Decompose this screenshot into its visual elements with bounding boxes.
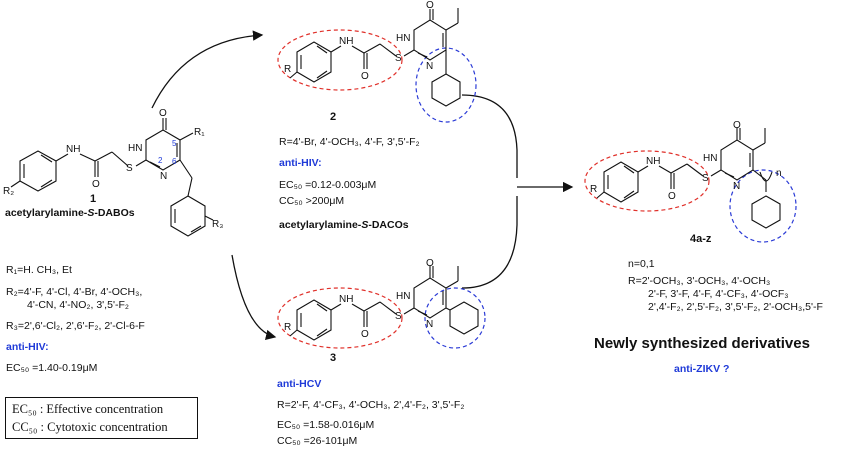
blue-ellipse-3 (424, 287, 486, 349)
pos-2: 2 (158, 156, 163, 165)
c4-activity-label: anti-ZIKV ? (674, 363, 730, 375)
c2-ec50: EC₅₀ =0.12-0.003μM (279, 179, 377, 191)
c1-activity-label: anti-HIV: (6, 341, 49, 353)
atom-o-1: O (92, 179, 100, 190)
atom-s-3: S (395, 311, 402, 322)
c2-cc50: CC₅₀ >200μM (279, 195, 345, 207)
atom-o-3: O (361, 329, 369, 340)
blue-ellipse-4 (729, 169, 797, 243)
atom-o-ring-4: O (733, 120, 741, 131)
c1-ec50: EC₅₀ =1.40-0.19μM (6, 362, 98, 374)
arrow-3-to-merge (461, 196, 518, 289)
atom-n-2: N (426, 61, 433, 72)
c3-activity-label: anti-HCV (277, 378, 322, 390)
compound-4-number: 4a-z (690, 233, 712, 245)
c2-activity-label: anti-HIV: (279, 157, 322, 169)
c1-r2-line1: R₂=4'-F, 4'-Cl, 4'-Br, 4'-OCH₃, (6, 286, 143, 298)
atom-nh-2: NH (339, 36, 353, 47)
c3-r-line: R=2'-F, 4'-CF₃, 4'-OCH₃, 2',4'-F₂, 3',5'… (277, 399, 465, 411)
atom-o-ring-1: O (159, 108, 167, 119)
atom-r3: R₃ (212, 219, 223, 230)
atom-r2: R₂ (3, 186, 14, 197)
c4-r-line3: 2',4'-F₂, 2',5'-F₂, 3',5'-F₂, 2'-OCH₃,5'… (648, 301, 823, 313)
c1-r2-line2: 4'-CN, 4'-NO₂, 3',5'-F₂ (27, 299, 129, 311)
atom-n-index: n (776, 168, 782, 179)
atom-r-3: R (284, 322, 291, 333)
red-ellipse-2 (277, 29, 403, 91)
compound-1-name: acetylarylamine-S-DABOs (5, 207, 135, 219)
c4-r-line1: R=2'-OCH₃, 3'-OCH₃, 4'-OCH₃ (628, 275, 771, 287)
atom-hn-4: HN (703, 153, 717, 164)
arrow-1-to-3 (231, 254, 277, 340)
atom-nh-3: NH (339, 294, 353, 305)
atom-r1: R₁ (194, 127, 205, 138)
atom-n-1: N (160, 171, 167, 182)
atom-hn-2: HN (396, 33, 410, 44)
atom-n-3: N (426, 319, 433, 330)
atom-s-2: S (395, 53, 402, 64)
legend-cc50: CC₅₀ : Cytotoxic concentration (12, 420, 168, 434)
pos-5: 5 (172, 139, 177, 148)
atom-r-4: R (590, 184, 597, 195)
c3-ec50: EC₅₀ =1.58-0.016μM (277, 419, 375, 431)
atom-nh-1: NH (66, 144, 80, 155)
c4-r-line2: 2'-F, 3'-F, 4'-F, 4'-CF₃, 4'-OCF₃ (648, 288, 789, 300)
compound-2-name: acetylarylamine-S-DACOs (279, 219, 409, 231)
c3-cc50: CC₅₀ =26-101μM (277, 435, 358, 447)
atom-r-2: R (284, 64, 291, 75)
atom-o-4: O (668, 191, 676, 202)
legend-ec50: EC₅₀ : Effective concentration (12, 402, 164, 416)
blue-ellipse-2 (415, 47, 477, 123)
red-ellipse-3 (277, 287, 403, 349)
c1-r1-line: R₁=H. CH₃, Et (6, 264, 72, 276)
atom-s-4: S (702, 173, 709, 184)
compound-2-number: 2 (330, 111, 337, 123)
arrow-1-to-2 (151, 30, 264, 109)
compound-1-number: 1 (90, 193, 97, 205)
compound-3-number: 3 (330, 352, 337, 364)
c4-n-line: n=0,1 (628, 258, 655, 270)
red-ellipse-4 (584, 150, 710, 212)
c1-r3-line: R₃=2',6'-Cl₂, 2',6'-F₂, 2'-Cl-6-F (6, 320, 145, 332)
atom-hn-1: HN (128, 143, 142, 154)
atom-o-2: O (361, 71, 369, 82)
atom-nh-4: NH (646, 156, 660, 167)
atom-n-4: N (733, 181, 740, 192)
c4-heading: Newly synthesized derivatives (594, 335, 810, 352)
c2-r-line: R=4'-Br, 4'-OCH₃, 4'-F, 3',5'-F₂ (279, 136, 420, 148)
atom-o-ring-3: O (426, 258, 434, 269)
atom-s-1: S (126, 163, 133, 174)
legend-box: EC₅₀ : Effective concentration CC₅₀ : Cy… (5, 397, 198, 439)
atom-hn-3: HN (396, 291, 410, 302)
arrow-2-to-merge (461, 94, 518, 178)
pos-6: 6 (172, 157, 177, 166)
atom-o-ring-2: O (426, 0, 434, 11)
